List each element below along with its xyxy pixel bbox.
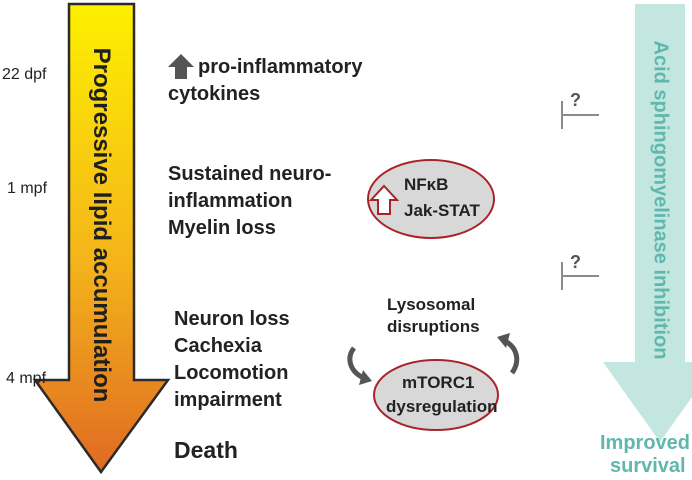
upregulation-arrow-icon [368,184,400,215]
nfkb-label: NFκB [404,175,449,194]
event-impairment: impairment [174,389,282,411]
inhibitor-bar-2 [561,262,599,290]
jakstat-label: Jak-STAT [404,201,480,220]
event-myelin-loss: Myelin loss [168,217,276,239]
timepoint-1mpf: 1 mpf [7,180,48,197]
event-locomotion: Locomotion [174,362,289,384]
event-neuroinflammation-line2: inflammation [168,190,293,212]
increase-arrow-icon [168,54,194,79]
event-neuroinflammation-line1: Sustained neuro- [168,163,332,185]
lysosomal-label-line2: disruptions [387,317,480,336]
event-cytokines-line1: pro-inflammatory [198,56,363,78]
timepoint-4mpf: 4 mpf [6,370,47,387]
cycle-arrow-right-icon [497,333,520,375]
event-neuron-loss: Neuron loss [174,308,290,330]
inhibition-arrow [603,4,692,442]
event-death: Death [174,437,238,463]
unknown-mechanism-1: ? [570,90,581,110]
lipid-accumulation-arrow [32,2,171,475]
nfkb-ellipse [367,159,495,239]
outcome-line1: Improved [600,432,691,454]
mtorc1-label-line2: dysregulation [386,397,498,416]
inhibition-label: Acid sphingomyelinase inhibition [649,40,672,360]
mtorc1-label-line1: mTORC1 [402,373,475,392]
timepoint-22dpf: 22 dpf [2,66,47,83]
mtorc1-ellipse [373,359,499,431]
cycle-arrow-left-icon [347,346,372,385]
lysosomal-label-line1: Lysosomal [387,295,476,314]
unknown-mechanism-2: ? [570,252,581,272]
inhibitor-bar-1 [561,101,599,129]
lipid-accumulation-label: Progressive lipid accumulation [88,47,115,403]
event-cytokines-line2: cytokines [168,83,261,105]
outcome-line2: survival [610,455,686,477]
event-cachexia: Cachexia [174,335,262,357]
